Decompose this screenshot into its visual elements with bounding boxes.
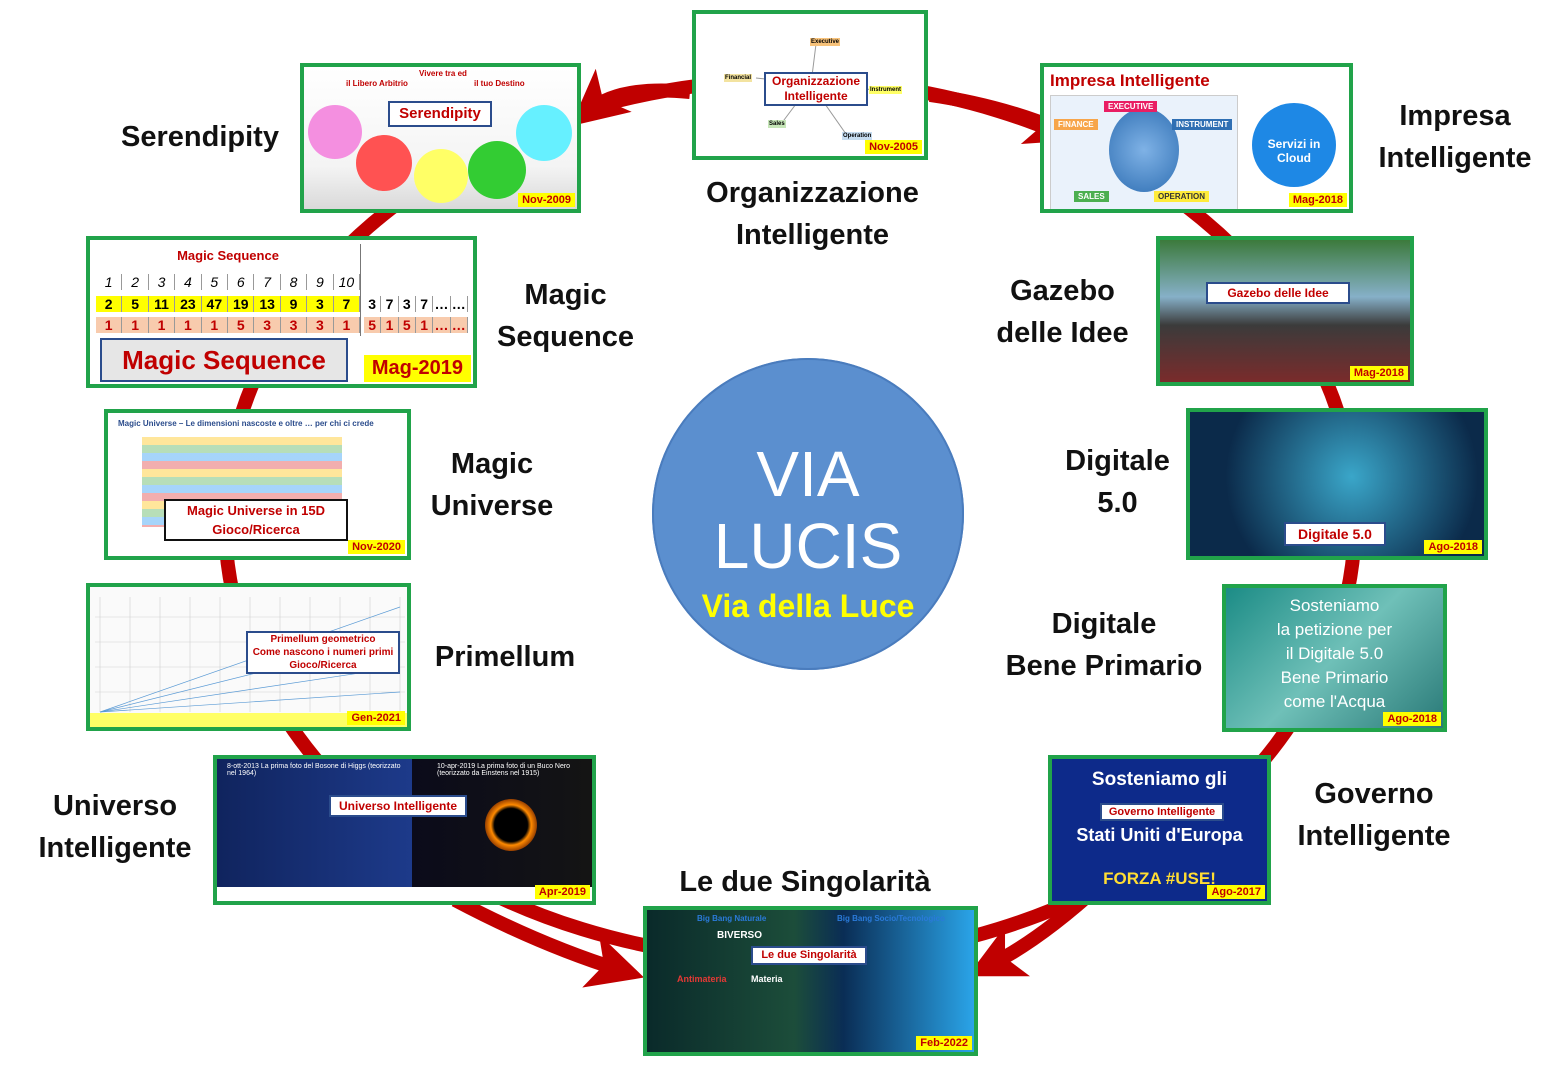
tag-finance: FINANCE xyxy=(1054,119,1098,130)
governo-line3: FORZA #USE! xyxy=(1103,869,1216,888)
serendipity-title: Serendipity xyxy=(388,101,492,127)
center-title-line1: VIA xyxy=(756,438,860,510)
bubble-yellow xyxy=(414,149,468,203)
thumb-primellum[interactable]: Primellum geometrico Come nascono i nume… xyxy=(86,583,411,731)
thumb-digitale-bene[interactable]: Sosteniamo la petizione per il Digitale … xyxy=(1222,584,1447,732)
tag-sales: SALES xyxy=(1074,191,1109,202)
bubble-cyan xyxy=(516,105,572,161)
center-title-line2: LUCIS xyxy=(713,510,903,582)
tag-operation: OPERATION xyxy=(1154,191,1209,202)
thumb-gazebo[interactable]: Gazebo delle Idee Mag-2018 xyxy=(1156,236,1414,386)
universo-title: Universo Intelligente xyxy=(329,795,467,817)
org-node-sales: Sales xyxy=(768,120,786,128)
center-subtitle: Via della Luce xyxy=(701,588,915,624)
date-badge: Mag-2018 xyxy=(1349,366,1408,380)
org-node-executive: Executive xyxy=(810,38,841,46)
digitale-title: Digitale 5.0 xyxy=(1284,522,1386,546)
date-badge: Mag-2018 xyxy=(1288,193,1347,207)
governo-badge: Governo Intelligente xyxy=(1100,803,1224,821)
org-node-instrument: Instrument xyxy=(869,86,903,94)
magic-universe-header: Magic Universe – Le dimensioni nascoste … xyxy=(118,419,374,428)
vitruvian-globe xyxy=(1109,108,1179,192)
singolarita-biverso: BIVERSO xyxy=(717,930,763,941)
date-badge: Ago-2018 xyxy=(1424,540,1482,554)
cloud-label: Servizi in Cloud xyxy=(1267,137,1321,165)
primellum-grid xyxy=(90,597,407,727)
impresa-title: Impresa Intelligente xyxy=(1050,71,1210,90)
label-serendipity: Serendipity xyxy=(121,121,279,153)
center-circle: VIA LUCIS Via della Luce xyxy=(652,358,964,670)
date-badge: Feb-2022 xyxy=(916,1036,972,1050)
date-badge: Nov-2005 xyxy=(865,140,922,154)
universo-scale-bar xyxy=(217,887,592,901)
bubble-green xyxy=(468,141,526,199)
date-badge: Ago-2018 xyxy=(1383,712,1441,726)
primellum-title: Primellum geometrico Come nascono i nume… xyxy=(246,631,400,674)
thumb-serendipity[interactable]: il Libero Arbitrio Vivere tra ed il tuo … xyxy=(300,63,581,213)
date-badge: Ago-2017 xyxy=(1207,885,1265,899)
singolarita-right-head: Big Bang Socio/Tecnologico xyxy=(837,914,945,923)
thumb-universo[interactable]: 8-ott-2013 La prima foto del Bosone di H… xyxy=(213,755,596,905)
singolarita-materia: Materia xyxy=(751,974,783,984)
thumb-digitale[interactable]: Digitale 5.0 Ago-2018 xyxy=(1186,408,1488,560)
digitale-bene-text: Sosteniamo la petizione per il Digitale … xyxy=(1276,596,1393,711)
serendipity-top-mid: Vivere tra ed xyxy=(419,69,467,78)
universo-right-caption: 10-apr-2019 La prima foto di un Buco Ner… xyxy=(437,763,571,777)
thumb-magic-universe[interactable]: Magic Universe – Le dimensioni nascoste … xyxy=(104,409,411,560)
magic-sequence-title: Magic Sequence xyxy=(100,338,348,382)
singolarita-left-head: Big Bang Naturale xyxy=(697,914,767,923)
singolarita-title: Le due Singolarità xyxy=(751,946,867,965)
arrow-to-singolarita-left xyxy=(451,893,645,988)
singolarita-antimateria: Antimateria xyxy=(677,974,727,984)
bubble-pink xyxy=(308,105,362,159)
black-hole-icon xyxy=(485,799,537,851)
tag-instrument: INSTRUMENT xyxy=(1172,119,1233,130)
serendipity-top-left: il Libero Arbitrio xyxy=(346,79,408,88)
universo-left-caption: 8-ott-2013 La prima foto del Bosone di H… xyxy=(227,763,401,777)
cloud-icon xyxy=(1252,103,1336,187)
table-divider xyxy=(360,244,361,336)
label-singolarita: Le due Singolarità xyxy=(679,866,931,898)
magic-sequence-header: Magic Sequence xyxy=(177,248,279,263)
arrow-to-serendipity xyxy=(570,68,691,127)
date-badge: Gen-2021 xyxy=(347,711,405,725)
gazebo-title: Gazebo delle Idee xyxy=(1206,282,1350,304)
bubble-red xyxy=(356,135,412,191)
org-node-operation: Operation xyxy=(842,132,873,140)
thumb-governo[interactable]: Sosteniamo gli Governo Intelligente Stat… xyxy=(1048,755,1271,905)
governo-line2: Stati Uniti d'Europa xyxy=(1076,825,1243,845)
magic-universe-title: Magic Universe in 15D Gioco/Ricerca xyxy=(164,499,348,541)
date-badge: Nov-2009 xyxy=(518,193,575,207)
date-badge: Apr-2019 xyxy=(534,885,590,899)
date-badge: Mag-2019 xyxy=(363,355,471,382)
date-badge: Nov-2020 xyxy=(348,540,405,554)
org-node-financial: Financial xyxy=(724,74,753,82)
impresa-figure xyxy=(1050,95,1238,209)
governo-line1: Sosteniamo gli xyxy=(1091,769,1228,790)
org-title: Organizzazione Intelligente xyxy=(764,72,868,106)
thumb-singolarita[interactable]: Big Bang Naturale Big Bang Socio/Tecnolo… xyxy=(643,906,978,1056)
thumb-impresa[interactable]: Impresa Intelligente EXECUTIVE FINANCE I… xyxy=(1040,63,1353,213)
tag-executive: EXECUTIVE xyxy=(1104,101,1158,112)
serendipity-top-right: il tuo Destino xyxy=(474,79,525,88)
label-primellum: Primellum xyxy=(434,641,576,673)
thumb-organizzazione[interactable]: Organizzazione Intelligente Executive Fi… xyxy=(692,10,928,160)
